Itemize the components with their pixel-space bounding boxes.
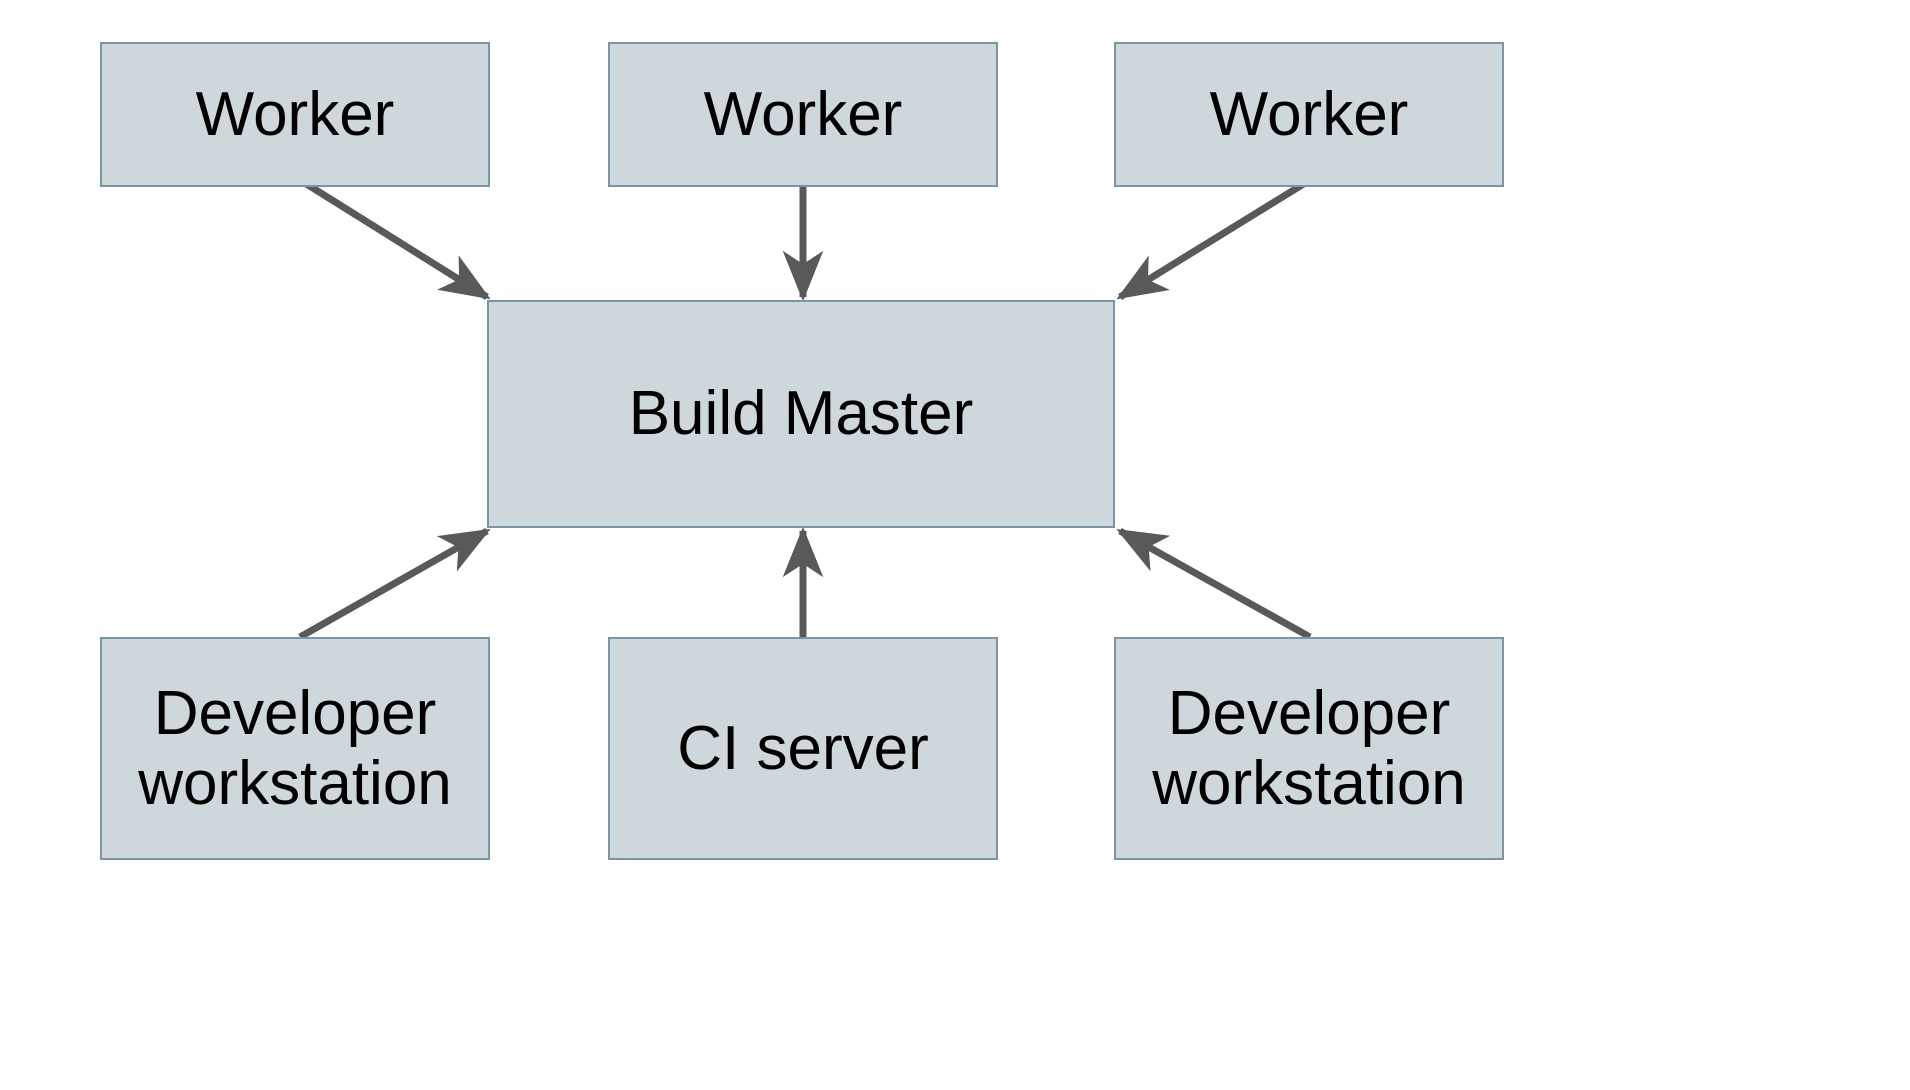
node-developer-workstation-right[interactable]: Developer workstation (1114, 637, 1504, 860)
node-developer-workstation-left[interactable]: Developer workstation (100, 637, 490, 860)
node-label-worker-2: Worker (703, 79, 903, 149)
edge-worker-1-to-build-master (298, 177, 491, 300)
node-label-ci-server: CI server (677, 713, 929, 783)
node-label-developer-workstation-left: Developer workstation (138, 679, 452, 818)
node-label-developer-workstation-right: Developer workstation (1152, 679, 1466, 818)
node-worker-1[interactable]: Worker (100, 42, 490, 187)
node-ci-server[interactable]: CI server (608, 637, 998, 860)
node-worker-2[interactable]: Worker (608, 42, 998, 187)
node-label-build-master: Build Master (628, 379, 974, 449)
node-label-worker-3: Worker (1209, 79, 1409, 149)
node-label-worker-1: Worker (195, 79, 395, 149)
node-worker-3[interactable]: Worker (1114, 42, 1504, 187)
edge-worker-3-to-build-master (1116, 177, 1312, 300)
edge-developer-workstation-left-to-build-master (298, 527, 491, 641)
edge-developer-workstation-right-to-build-master (1116, 527, 1312, 641)
node-build-master[interactable]: Build Master (487, 300, 1115, 528)
